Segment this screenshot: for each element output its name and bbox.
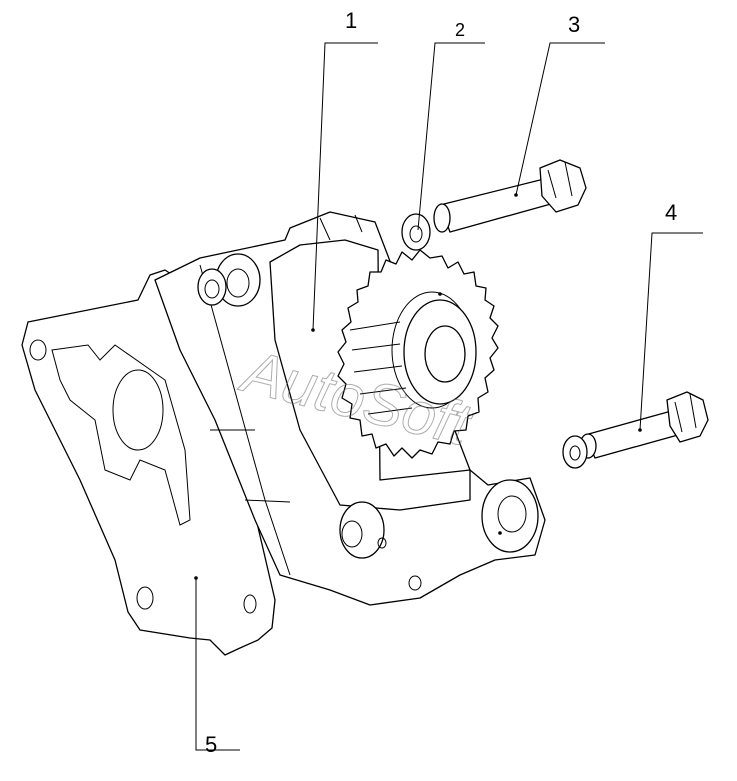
callout-5: 5: [205, 732, 217, 757]
drive-gear: [337, 249, 499, 459]
washer: [401, 213, 431, 251]
callout-4: 4: [665, 200, 677, 225]
hex-bolt-upper: [433, 159, 587, 233]
hex-bolt-lower: [562, 391, 709, 469]
leader-lines: [194, 42, 703, 751]
pump-housing: [154, 211, 546, 606]
callout-3: 3: [568, 12, 580, 37]
callout-1: 1: [345, 8, 357, 33]
callout-2: 2: [455, 20, 465, 40]
